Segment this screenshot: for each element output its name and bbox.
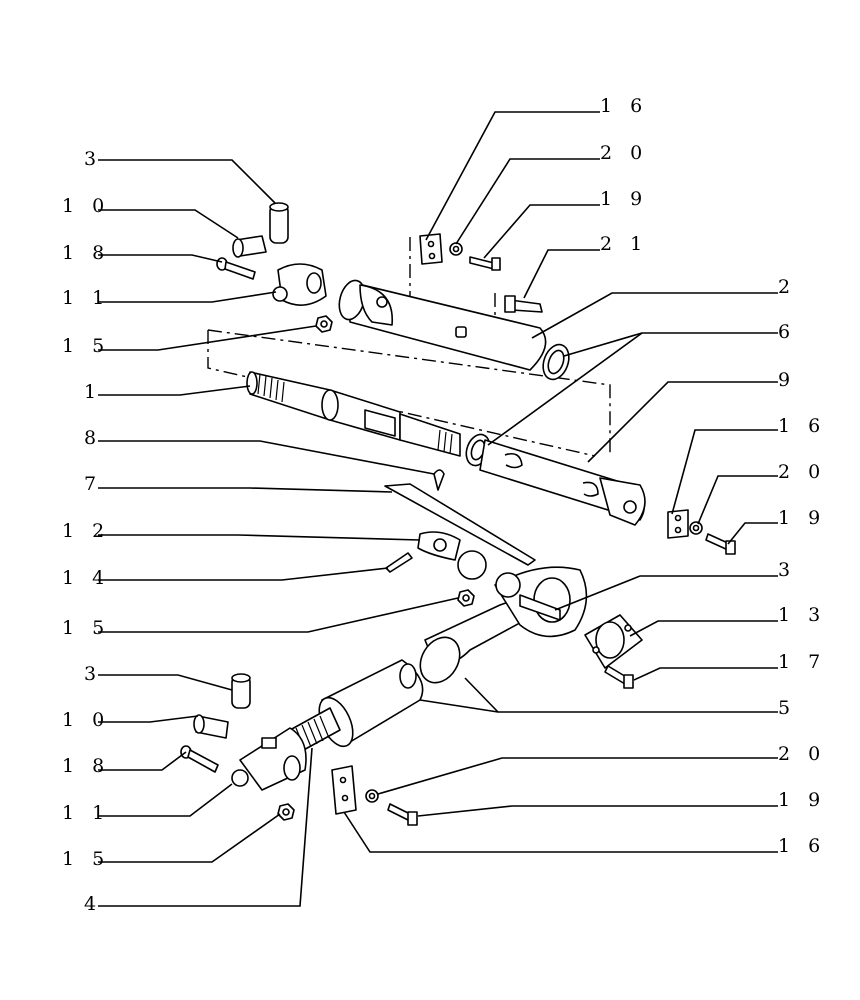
- part-labels: 1 6 2 0 1 9 2 1 2 6 9 1 6 2 0 1 9 3 1 3 …: [62, 95, 826, 915]
- label-15-top: 1 5: [62, 335, 110, 357]
- nut-15-mid: [457, 589, 475, 607]
- label-8: 8: [84, 427, 102, 449]
- label-20-top: 2 0: [600, 142, 648, 164]
- label-11-top: 1 1: [62, 287, 110, 309]
- label-19-low: 1 9: [778, 789, 826, 811]
- pin-bottom: [231, 673, 251, 709]
- nut-15-bottom: [277, 803, 295, 821]
- leader-lines: [98, 111, 778, 907]
- label-12: 1 2: [62, 520, 110, 542]
- bolt-upper: [469, 256, 501, 271]
- label-9: 9: [778, 369, 796, 391]
- label-10-bottom: 1 0: [62, 709, 110, 731]
- label-15-bottom: 1 5: [62, 848, 110, 870]
- label-16-mid: 1 6: [778, 415, 826, 437]
- label-3-right: 3: [778, 559, 796, 581]
- roll-pin-14: [385, 552, 413, 573]
- label-13: 1 3: [778, 604, 826, 626]
- nut-15-top: [315, 315, 333, 333]
- label-14: 1 4: [62, 567, 110, 589]
- grease-fitting: [504, 295, 543, 313]
- clevis-11-top: [272, 263, 327, 306]
- label-20-low: 2 0: [778, 743, 826, 765]
- label-19-mid: 1 9: [778, 507, 826, 529]
- label-3-bottom: 3: [84, 663, 102, 685]
- label-17: 1 7: [778, 651, 826, 673]
- threaded-rod: [246, 371, 461, 457]
- label-18-top: 1 8: [62, 242, 110, 264]
- label-6: 6: [778, 321, 796, 343]
- label-19-top: 1 9: [600, 188, 648, 210]
- label-2: 2: [778, 276, 796, 298]
- ball-pin-12: [417, 531, 487, 580]
- flange-gasket: [584, 614, 643, 669]
- pin-10-top: [232, 235, 267, 258]
- bolt-mid: [705, 533, 736, 555]
- cotter-pin: [433, 469, 445, 491]
- lock-plate-upper: [419, 233, 443, 265]
- screw-18-top: [216, 257, 256, 280]
- label-21: 2 1: [600, 233, 648, 255]
- bolt-17: [604, 665, 634, 689]
- label-16-low: 1 6: [778, 835, 826, 857]
- label-7: 7: [84, 473, 102, 495]
- pin-10-bottom: [193, 714, 229, 739]
- label-15-mid: 1 5: [62, 617, 110, 639]
- label-5: 5: [778, 697, 796, 719]
- pin-top: [269, 202, 289, 244]
- thread-lines: [257, 373, 453, 455]
- label-1: 1: [84, 381, 102, 403]
- label-20-mid: 2 0: [778, 461, 826, 483]
- outer-tube-9: [479, 439, 646, 526]
- lift-rod-body: [419, 566, 588, 684]
- label-11-bottom: 1 1: [62, 802, 110, 824]
- label-16-top: 1 6: [600, 95, 648, 117]
- label-10-top: 1 0: [62, 195, 110, 217]
- lock-plate-mid: [667, 509, 689, 539]
- upper-tube: [338, 279, 547, 371]
- lock-plate-lower: [331, 765, 357, 815]
- bolt-lower: [387, 803, 418, 826]
- lever-rod: [384, 483, 536, 566]
- clevis-11-bottom: [231, 727, 307, 791]
- label-4: 4: [84, 893, 102, 915]
- screw-18-bottom: [180, 745, 219, 773]
- label-3-top: 3: [84, 148, 102, 170]
- label-18-bottom: 1 8: [62, 755, 110, 777]
